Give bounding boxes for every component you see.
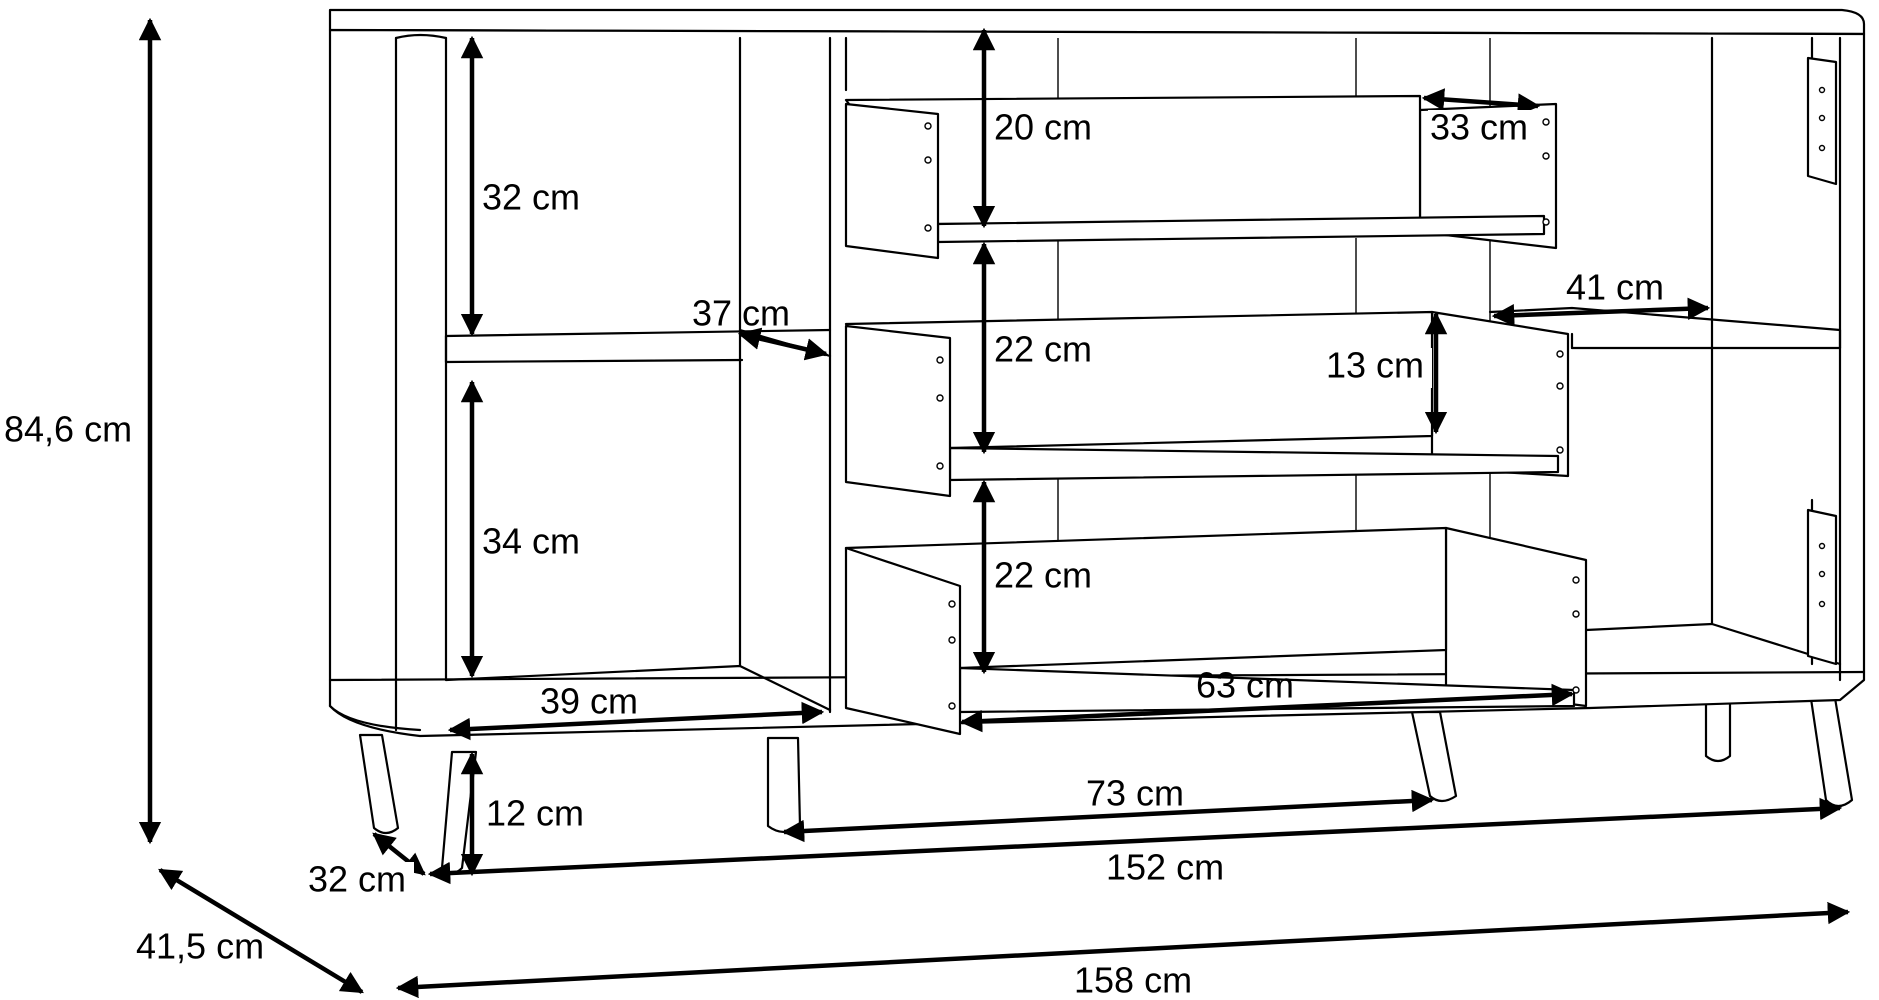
sideboard-drawing <box>328 8 1866 875</box>
dimension-arrows <box>138 17 1851 999</box>
arrow-right-shelf-width <box>1491 297 1711 327</box>
arrow-leg-depth <box>372 832 426 876</box>
label-left-upper-height: 32 cm <box>482 177 580 218</box>
drawer-middle <box>844 310 1570 498</box>
label-leg-spacing: 73 cm <box>1086 773 1184 814</box>
arrow-leg-spacing <box>781 789 1435 843</box>
label-total-depth: 41,5 cm <box>136 926 264 967</box>
label-drawer-middle-height: 22 cm <box>994 329 1092 370</box>
arrow-total-width <box>395 901 1851 999</box>
arrow-drawer-top-depth <box>1421 88 1541 116</box>
label-drawer-middle-side: 13 cm <box>1326 345 1424 386</box>
arrow-left-shelf-depth <box>737 327 829 361</box>
label-total-height: 84,6 cm <box>4 409 132 450</box>
dimension-labels: 84,6 cm 41,5 cm 158 cm 152 cm 12 cm 32 c… <box>0 107 1664 1000</box>
cabinet-top <box>328 8 1866 36</box>
label-drawer-top-height: 20 cm <box>994 107 1092 148</box>
arrow-left-compartment-width <box>447 701 825 741</box>
label-right-shelf-width: 41 cm <box>1566 267 1664 308</box>
label-leg-depth: 32 cm <box>308 859 406 900</box>
label-drawer-bottom-height: 22 cm <box>994 555 1092 596</box>
label-leg-height: 12 cm <box>486 793 584 834</box>
label-left-shelf-depth: 37 cm <box>692 293 790 334</box>
label-drawer-top-depth: 33 cm <box>1430 107 1528 148</box>
arrow-drawer-width <box>959 683 1575 733</box>
label-left-lower-height: 34 cm <box>482 521 580 562</box>
label-total-width: 158 cm <box>1074 960 1192 1000</box>
label-left-compartment-width: 39 cm <box>540 681 638 722</box>
label-inner-width: 152 cm <box>1106 847 1224 888</box>
arrow-total-depth <box>158 868 364 994</box>
label-drawer-width: 63 cm <box>1196 665 1294 706</box>
